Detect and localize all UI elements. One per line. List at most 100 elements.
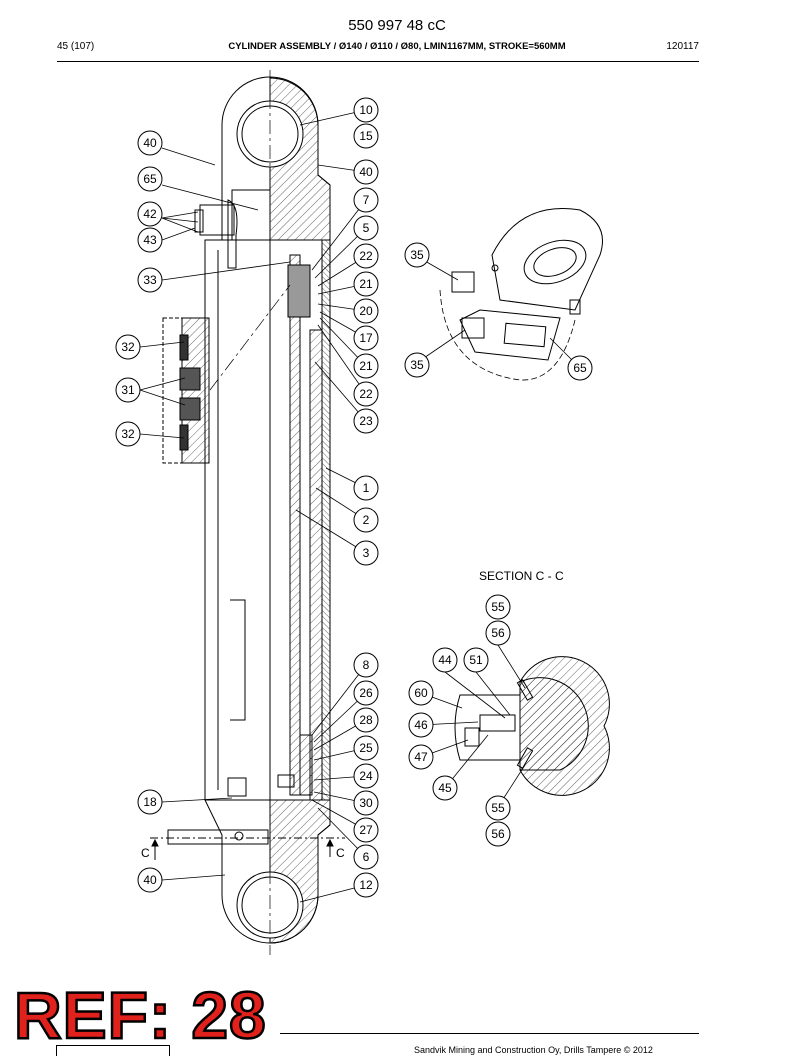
callout-balloon-17: 17 [353, 325, 379, 351]
callout-balloon-32: 32 [115, 421, 141, 447]
callout-balloon-8: 8 [353, 652, 379, 678]
isometric-end-view [439, 208, 603, 381]
logo-mark [56, 1045, 170, 1056]
callout-balloon-65: 65 [567, 355, 593, 381]
cylinder-tube [204, 239, 331, 801]
callout-label: 35 [410, 358, 424, 372]
callout-balloon-47: 47 [408, 744, 434, 770]
callout-balloon-55: 55 [485, 795, 511, 821]
callout-balloon-6: 6 [353, 844, 379, 870]
callout-balloon-42: 42 [137, 201, 163, 227]
callout-label: 2 [363, 513, 370, 527]
callout-label: 30 [359, 796, 373, 810]
copyright-footer: Sandvik Mining and Construction Oy, Dril… [414, 1045, 653, 1055]
callout-balloon-20: 20 [353, 298, 379, 324]
callout-balloon-56: 56 [485, 821, 511, 847]
callout-label: 55 [491, 600, 505, 614]
callout-balloon-24: 24 [353, 763, 379, 789]
callout-label: 56 [491, 626, 505, 640]
callout-balloon-18: 18 [137, 789, 163, 815]
callout-balloon-15: 15 [353, 123, 379, 149]
callout-label: 45 [438, 781, 452, 795]
callout-balloon-60: 60 [408, 680, 434, 706]
callout-label: 40 [359, 165, 373, 179]
callout-label: 8 [363, 658, 370, 672]
callout-balloon-33: 33 [137, 267, 163, 293]
callout-label: 27 [359, 823, 373, 837]
callout-label: 15 [359, 129, 373, 143]
callout-balloon-28: 28 [353, 707, 379, 733]
callout-label: 1 [363, 481, 370, 495]
callout-label: 46 [414, 718, 428, 732]
callout-label: 7 [363, 193, 370, 207]
callout-balloon-22: 22 [353, 381, 379, 407]
callout-label: 21 [359, 359, 373, 373]
callout-balloon-21: 21 [353, 353, 379, 379]
callout-label: 17 [359, 331, 373, 345]
callout-label: 18 [143, 795, 157, 809]
bottom-eye [150, 799, 345, 944]
drawing-code: 120117 [666, 41, 699, 52]
callout-label: 65 [143, 172, 157, 186]
callout-label: 60 [414, 686, 428, 700]
callout-balloon-40: 40 [353, 159, 379, 185]
callout-label: 10 [359, 103, 373, 117]
callout-balloon-27: 27 [353, 817, 379, 843]
centerline [209, 70, 291, 955]
section-c-c [454, 656, 610, 796]
callout-label: 32 [121, 340, 135, 354]
callout-balloon-22: 22 [353, 243, 379, 269]
callout-label: 12 [359, 878, 373, 892]
callout-balloon-35: 35 [404, 242, 430, 268]
callout-label: 24 [359, 769, 373, 783]
seal-detail [162, 317, 210, 464]
callout-balloon-46: 46 [408, 712, 434, 738]
callout-balloon-21: 21 [353, 271, 379, 297]
callout-label: 42 [143, 207, 157, 221]
callout-balloon-45: 45 [432, 775, 458, 801]
callout-label: 21 [359, 277, 373, 291]
callout-balloon-5: 5 [353, 215, 379, 241]
header-rule [57, 61, 699, 62]
callout-label: 56 [491, 827, 505, 841]
callout-label: 22 [359, 249, 373, 263]
callout-label: 40 [143, 136, 157, 150]
callout-balloon-43: 43 [137, 227, 163, 253]
callout-balloon-3: 3 [353, 540, 379, 566]
callout-balloon-25: 25 [353, 735, 379, 761]
callout-label: 3 [363, 546, 370, 560]
callout-balloon-26: 26 [353, 680, 379, 706]
callout-label: 26 [359, 686, 373, 700]
callout-balloon-7: 7 [353, 187, 379, 213]
callout-label: 35 [410, 248, 424, 262]
section-mark-left: C [141, 846, 150, 860]
callout-balloon-56: 56 [485, 620, 511, 646]
callout-label: 44 [438, 653, 452, 667]
callout-balloon-1: 1 [353, 475, 379, 501]
callout-label: 28 [359, 713, 373, 727]
top-eye [194, 76, 331, 269]
callout-label: 55 [491, 801, 505, 815]
callout-balloon-40: 40 [137, 867, 163, 893]
callout-label: 32 [121, 427, 135, 441]
callout-label: 65 [573, 361, 587, 375]
callout-label: 22 [359, 387, 373, 401]
callout-label: 47 [414, 750, 428, 764]
callout-balloon-40: 40 [137, 130, 163, 156]
callout-balloon-32: 32 [115, 334, 141, 360]
callout-balloon-30: 30 [353, 790, 379, 816]
ref-watermark: REF: 28 [13, 978, 267, 1052]
callout-label: 33 [143, 273, 157, 287]
section-mark-right: C [336, 846, 345, 860]
page-title: CYLINDER ASSEMBLY / Ø140 / Ø110 / Ø80, L… [228, 41, 566, 52]
section-title: SECTION C - C [479, 569, 564, 583]
callout-label: 43 [143, 233, 157, 247]
callout-label: 51 [469, 653, 483, 667]
callout-label: 20 [359, 304, 373, 318]
page-number: 45 (107) [57, 41, 95, 52]
callout-balloon-31: 31 [115, 377, 141, 403]
callout-balloon-65: 65 [137, 166, 163, 192]
callout-label: 6 [363, 850, 370, 864]
